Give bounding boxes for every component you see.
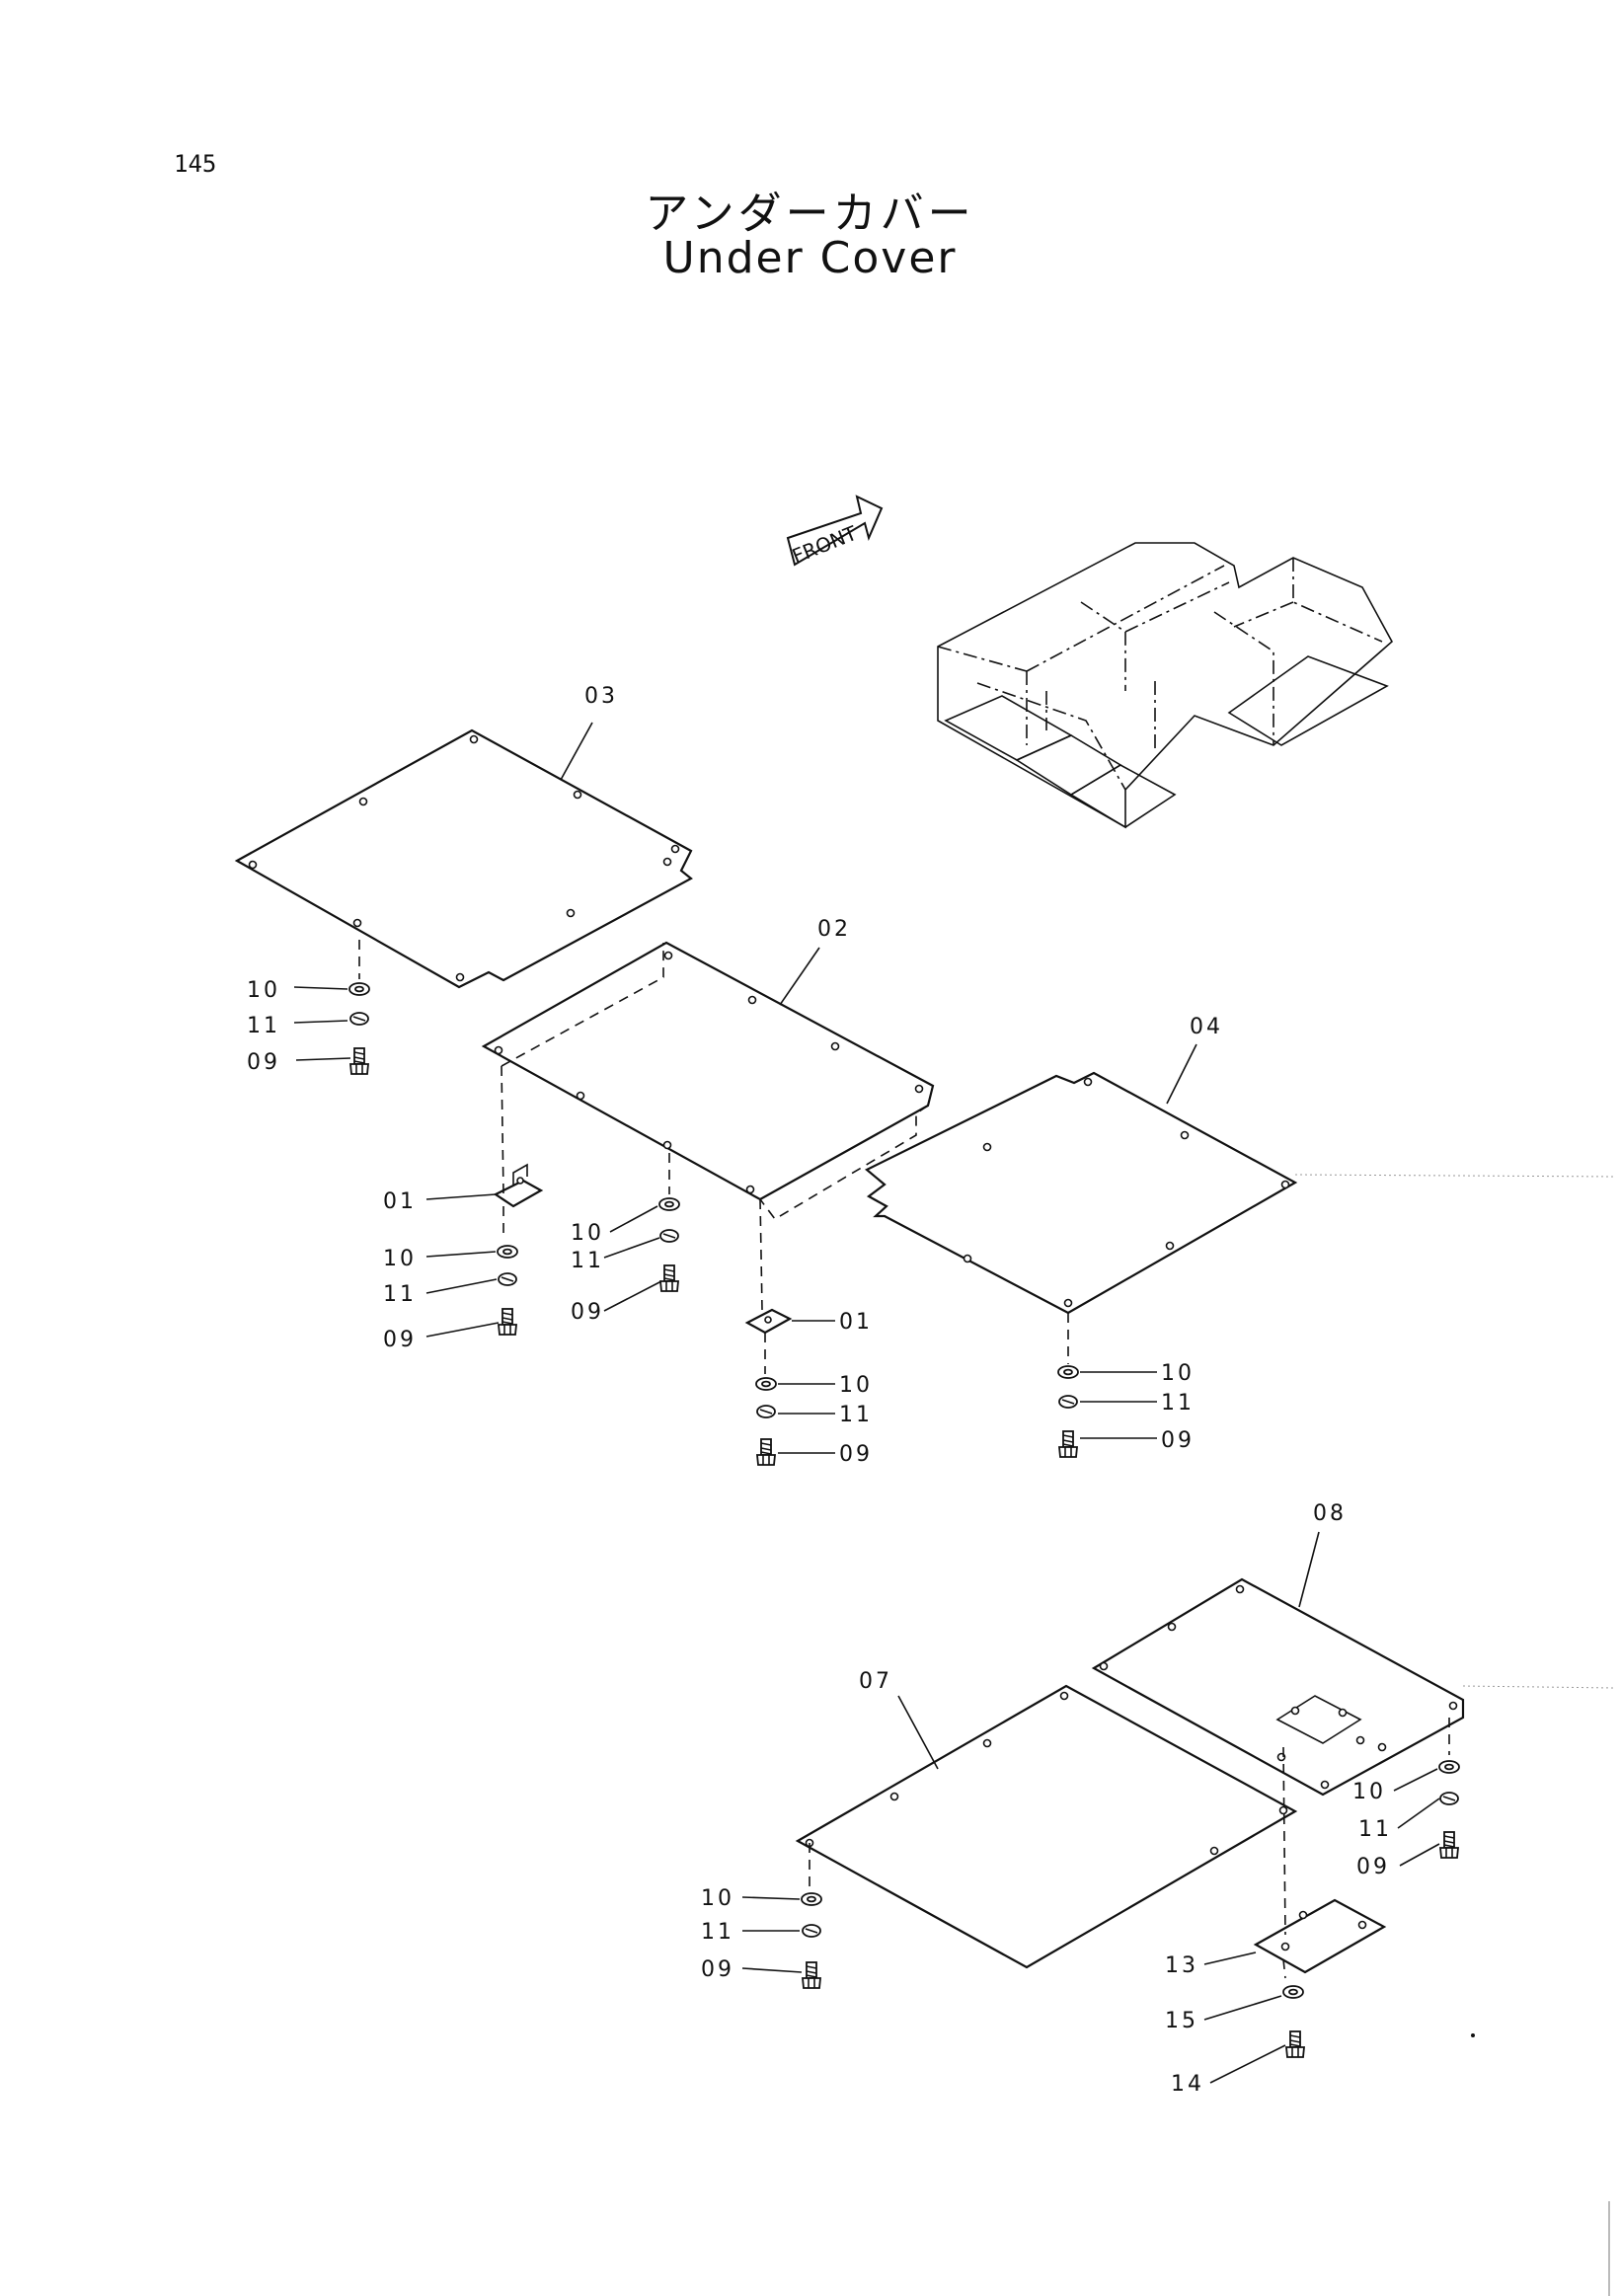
callout-04: 04 (1190, 1015, 1223, 1039)
front-arrow-marker: FRONT (786, 495, 884, 569)
callout-11: 11 (839, 1403, 873, 1427)
callout-11: 11 (1161, 1391, 1195, 1416)
under-cover-plate-03 (234, 728, 693, 989)
callout-10: 10 (1161, 1361, 1195, 1386)
callout-10: 10 (383, 1247, 417, 1271)
callout-08: 08 (1313, 1501, 1347, 1526)
hardware-stack-07 (801, 1892, 822, 1989)
callout-11: 11 (571, 1249, 604, 1273)
callout-09: 09 (1161, 1428, 1195, 1453)
front-label: FRONT (789, 520, 861, 568)
callout-11: 11 (701, 1920, 734, 1945)
callout-09: 09 (571, 1300, 604, 1325)
callout-10: 10 (1352, 1780, 1386, 1804)
callout-07: 07 (859, 1669, 892, 1694)
page-title-english: Under Cover (662, 233, 958, 283)
callout-01: 01 (383, 1189, 417, 1214)
under-cover-plate-07 (795, 1684, 1298, 1969)
callout-09: 09 (839, 1442, 873, 1467)
callout-14: 14 (1171, 2072, 1204, 2097)
callout-11: 11 (1358, 1817, 1392, 1842)
small-cover-plate-13 (1253, 1898, 1387, 1974)
hardware-stack-03 (348, 982, 370, 1075)
hardware-stack-08 (1438, 1760, 1460, 1859)
hardware-stack-02-center (755, 1377, 777, 1466)
callout-10: 10 (839, 1373, 873, 1398)
callout-02: 02 (817, 917, 851, 942)
page-title-japanese: アンダーカバー (645, 189, 975, 239)
under-cover-plate-02 (481, 941, 935, 1221)
callout-10: 10 (247, 978, 280, 1003)
bracket-01-left (493, 1163, 544, 1208)
machine-overview (937, 542, 1394, 829)
under-cover-plate-08 (1091, 1577, 1465, 1797)
hardware-stack-13 (1282, 1985, 1305, 2058)
hardware-stack-02-mid (658, 1197, 680, 1292)
callout-10: 10 (571, 1221, 604, 1246)
callout-11: 11 (383, 1282, 417, 1307)
hardware-stack-04 (1057, 1365, 1079, 1458)
hardware-stack-02-left (497, 1245, 518, 1336)
callout-15: 15 (1165, 2009, 1198, 2033)
callout-09: 09 (1356, 1855, 1390, 1879)
under-cover-plate-04 (864, 1071, 1298, 1315)
bracket-01-center (744, 1308, 793, 1335)
callout-11: 11 (247, 1014, 280, 1038)
callout-09: 09 (383, 1328, 417, 1352)
callout-13: 13 (1165, 1953, 1198, 1978)
callout-10: 10 (701, 1886, 734, 1911)
callout-03: 03 (584, 684, 618, 709)
callout-09: 09 (701, 1957, 734, 1982)
page-number: 145 (174, 150, 217, 178)
callout-01: 01 (839, 1310, 873, 1335)
callout-09: 09 (247, 1050, 280, 1075)
